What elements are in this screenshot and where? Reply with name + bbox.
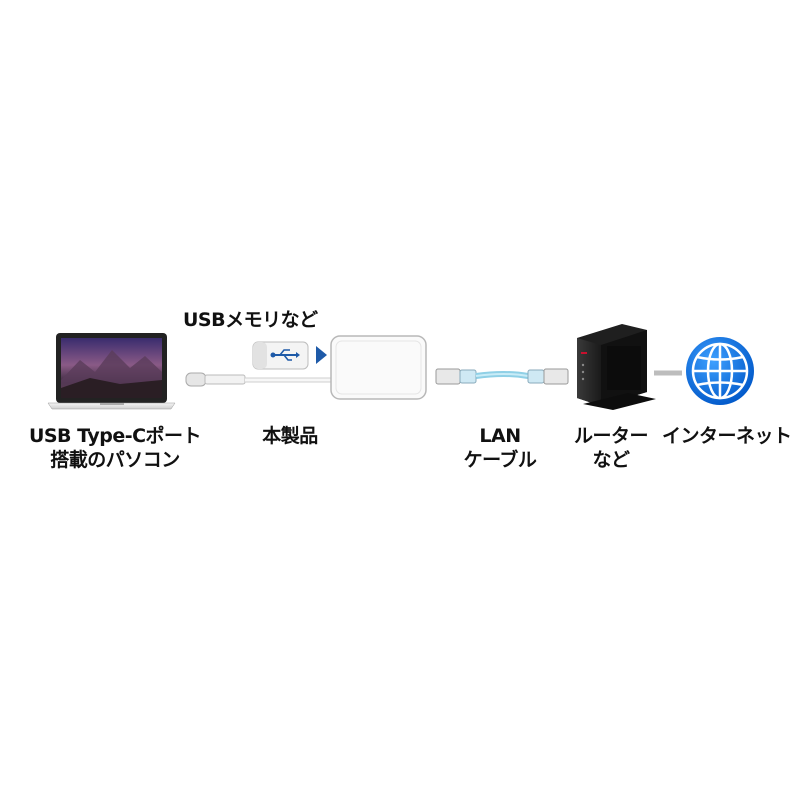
router-label-line2: など (592, 449, 630, 471)
pc-label-line1: USB Type-Cポート (28, 425, 202, 447)
pc-label-line2: 搭載のパソコン (50, 449, 180, 471)
arrow-right-icon (316, 346, 327, 364)
usb-symbol-icon (270, 349, 300, 361)
usb-memory-label: USBメモリなど (183, 309, 318, 331)
usb-c-cable (185, 372, 335, 387)
product-label: 本製品 (262, 425, 318, 447)
internet-label: インターネット (662, 425, 792, 447)
laptop-icon (47, 333, 176, 410)
usb-c-lan-adapter-icon (330, 335, 427, 400)
lan-label-line1: LAN (479, 425, 521, 447)
ethernet-cable-icon (435, 368, 569, 385)
usb-flash-drive-icon (252, 341, 327, 370)
globe-icon (686, 337, 754, 405)
router-label-line1: ルーター (573, 425, 649, 447)
lan-label-line2: ケーブル (463, 449, 537, 471)
router-icon (577, 324, 656, 410)
